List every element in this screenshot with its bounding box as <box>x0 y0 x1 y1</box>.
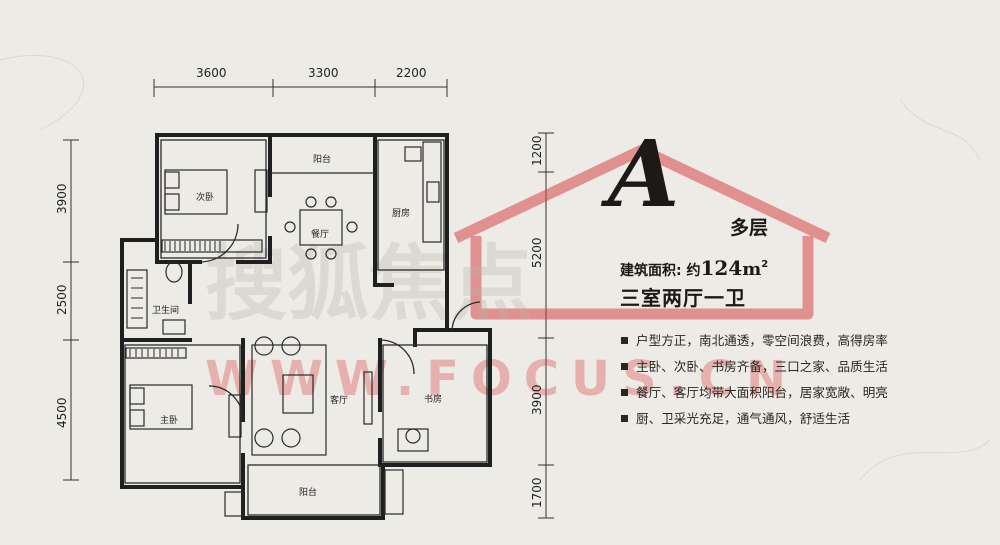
feature-text: 户型方正，南北通透，零空间浪费，高得房率 <box>636 333 888 348</box>
feature-list: 户型方正，南北通透，零空间浪费，高得房率 主卧、次卧、书房齐备，三口之家、品质生… <box>620 328 888 432</box>
walls <box>120 133 492 520</box>
dim-right-4: 1700 <box>530 477 544 508</box>
bullet-square-icon <box>621 389 628 396</box>
watermark-logo <box>453 144 831 320</box>
second-bedroom-bed <box>164 169 228 215</box>
dimension-lines-top <box>153 79 448 97</box>
dim-top-2: 3300 <box>308 66 339 80</box>
bullet-square-icon <box>621 363 628 370</box>
dim-right-1: 1200 <box>530 135 544 166</box>
feature-text: 主卧、次卧、书房齐备，三口之家、品质生活 <box>636 359 888 374</box>
layout-title: 三室两厅一卫 <box>620 286 746 310</box>
room-second-bedroom: 次卧 <box>196 191 214 203</box>
dim-top-1: 3600 <box>196 66 227 80</box>
furniture <box>125 141 442 517</box>
watermark-text: 搜狐焦点 <box>205 237 533 332</box>
building-area: 建筑面积: 约124m2 <box>620 256 768 280</box>
bullet-square-icon <box>621 337 628 344</box>
dim-left-3: 4500 <box>55 397 69 428</box>
dim-left-1: 3900 <box>55 183 69 214</box>
dim-right-3: 3900 <box>530 384 544 415</box>
room-balcony-top: 阳台 <box>313 153 331 165</box>
interior-lines <box>124 139 488 516</box>
feature-item: 餐厅、客厅均带大面积阳台，居家宽敞、明亮 <box>620 380 888 406</box>
room-master-bedroom: 主卧 <box>160 414 178 426</box>
area-unit-superscript: 2 <box>761 259 769 270</box>
dining-table <box>299 209 343 246</box>
area-value: 124 <box>700 256 743 280</box>
area-unit: m <box>742 259 762 280</box>
floors-label: 多层 <box>730 217 769 239</box>
area-label: 建筑面积: 约 <box>620 263 701 279</box>
dimension-lines-left <box>63 139 79 481</box>
feature-item: 户型方正，南北通透，零空间浪费，高得房率 <box>620 328 888 354</box>
feature-item: 厨、卫采光充足，通气通风，舒适生活 <box>620 406 888 432</box>
dim-top-3: 2200 <box>396 66 427 80</box>
unit-type-letter: A <box>608 120 680 228</box>
room-bathroom: 卫生间 <box>152 304 179 316</box>
feature-text: 厨、卫采光充足，通气通风，舒适生活 <box>636 411 851 426</box>
room-living: 客厅 <box>330 394 348 406</box>
sofa <box>251 344 327 456</box>
feature-text: 餐厅、客厅均带大面积阳台，居家宽敞、明亮 <box>636 385 888 400</box>
study-desk <box>397 428 429 452</box>
paper-texture <box>0 55 991 481</box>
dim-right-2: 5200 <box>530 237 544 268</box>
room-kitchen: 厨房 <box>392 207 410 219</box>
room-study: 书房 <box>424 393 442 405</box>
watermark-url: WWW.FOCUS.CN <box>205 351 798 407</box>
bullet-square-icon <box>621 415 628 422</box>
dim-left-2: 2500 <box>55 284 69 315</box>
feature-item: 主卧、次卧、书房齐备，三口之家、品质生活 <box>620 354 888 380</box>
room-balcony-bottom: 阳台 <box>299 486 317 498</box>
room-dining: 餐厅 <box>311 228 329 240</box>
watermark-brand: 搜狐焦点 <box>205 237 533 332</box>
wardrobe-hatching <box>129 241 221 357</box>
master-bed <box>129 384 193 430</box>
